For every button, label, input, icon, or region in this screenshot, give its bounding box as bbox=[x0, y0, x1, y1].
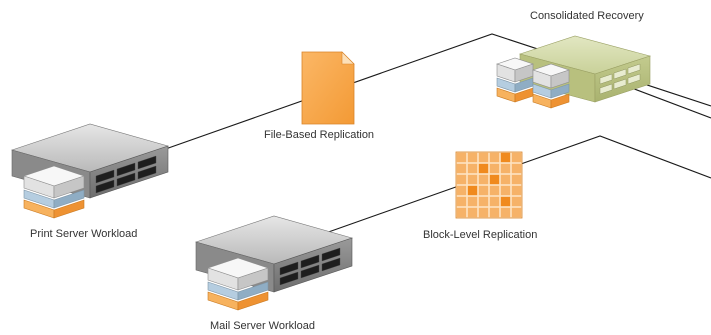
block-cell bbox=[478, 163, 489, 174]
block-cell bbox=[489, 207, 500, 218]
block-cell bbox=[500, 174, 511, 185]
block-cell bbox=[500, 207, 511, 218]
block-cell bbox=[489, 163, 500, 174]
block-cell bbox=[478, 174, 489, 185]
block-cell bbox=[478, 196, 489, 207]
block-cell bbox=[511, 207, 522, 218]
block-level-replication-label: Block-Level Replication bbox=[423, 229, 538, 241]
print-server-workload-label: Print Server Workload bbox=[30, 228, 138, 240]
block-cell bbox=[500, 185, 511, 196]
block-cell bbox=[467, 196, 478, 207]
block-cell bbox=[511, 196, 522, 207]
block-cell bbox=[489, 174, 500, 185]
block-cell bbox=[456, 207, 467, 218]
block-cell bbox=[511, 152, 522, 163]
block-cell bbox=[500, 163, 511, 174]
block-cell bbox=[500, 196, 511, 207]
block-cell bbox=[456, 185, 467, 196]
block-cell bbox=[467, 185, 478, 196]
storage-stack-icon bbox=[207, 257, 269, 311]
block-cell bbox=[478, 207, 489, 218]
storage-stack-icon bbox=[496, 57, 534, 103]
block-replication-link bbox=[319, 135, 711, 236]
block-cell bbox=[467, 174, 478, 185]
block-cell bbox=[467, 163, 478, 174]
file-based-replication-label: File-Based Replication bbox=[264, 129, 375, 141]
block-cell bbox=[456, 163, 467, 174]
block-cell bbox=[456, 174, 467, 185]
block-cell bbox=[489, 196, 500, 207]
storage-stack-icon bbox=[23, 165, 85, 219]
block-cell bbox=[467, 152, 478, 163]
block-cell bbox=[467, 207, 478, 218]
block-cell bbox=[478, 152, 489, 163]
block-cell bbox=[511, 174, 522, 185]
block-cell bbox=[478, 185, 489, 196]
storage-stack-icon bbox=[532, 63, 570, 109]
block-cell bbox=[500, 152, 511, 163]
mail-server-workload-label: Mail Server Workload bbox=[210, 320, 315, 332]
block-cell bbox=[489, 185, 500, 196]
file-icon bbox=[301, 51, 355, 125]
block-grid-background bbox=[455, 151, 523, 219]
block-cell bbox=[511, 185, 522, 196]
block-grid-icon bbox=[455, 151, 523, 219]
consolidated-recovery-label: Consolidated Recovery bbox=[530, 10, 644, 22]
block-cell bbox=[489, 152, 500, 163]
block-cell bbox=[456, 152, 467, 163]
block-cell bbox=[456, 196, 467, 207]
block-cell bbox=[511, 163, 522, 174]
